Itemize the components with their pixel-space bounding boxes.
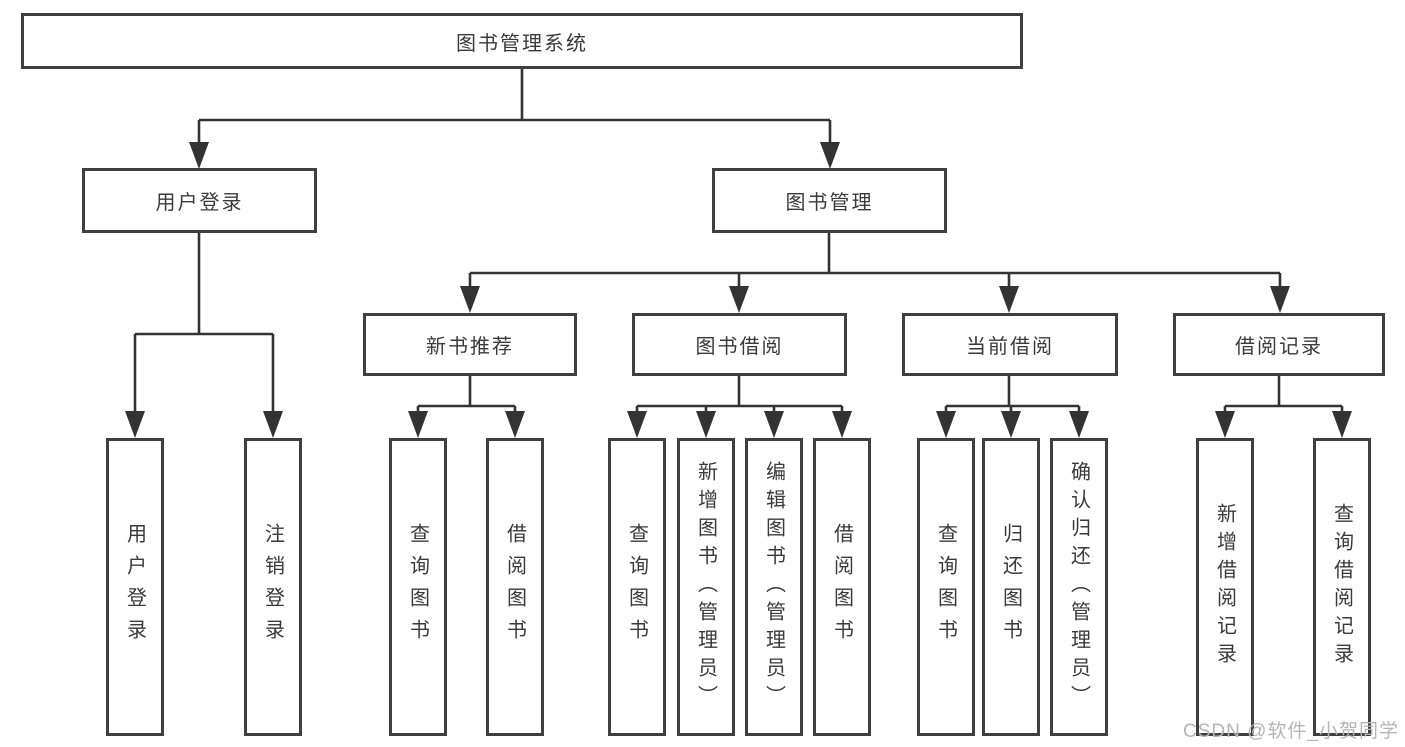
user-login-node: 用户登录	[82, 168, 317, 233]
watermark: CSDN @软件_小贺同学	[1183, 721, 1399, 742]
borrow-books-leaf-1-label: 借阅图书	[503, 523, 526, 651]
query-borrow-record-leaf: 查询借阅记录	[1313, 438, 1371, 736]
new-book-recommendation-node: 新书推荐	[363, 313, 577, 376]
borrowing-records-node: 借阅记录	[1173, 313, 1385, 376]
edit-books-admin-leaf-label: 编辑图书（管理员）	[762, 461, 785, 713]
current-borrowing-node: 当前借阅	[902, 313, 1118, 376]
logout-leaf-label: 注销登录	[261, 523, 284, 651]
return-books-leaf-label: 归还图书	[999, 523, 1022, 651]
query-books-leaf-1-label: 查询图书	[406, 523, 429, 651]
borrow-books-leaf-2: 借阅图书	[813, 438, 871, 736]
add-books-admin-leaf: 新增图书（管理员）	[677, 438, 735, 736]
user-login-node-label: 用户登录	[155, 192, 244, 214]
add-books-admin-leaf-label: 新增图书（管理员）	[694, 461, 717, 713]
user-login-leaf: 用户登录	[106, 438, 164, 736]
confirm-return-admin-leaf-label: 确认归还（管理员）	[1067, 461, 1090, 713]
query-books-leaf-3-label: 查询图书	[934, 523, 957, 651]
root-node-library-management-system: 图书管理系统	[21, 13, 1023, 69]
return-books-leaf: 归还图书	[982, 438, 1040, 736]
query-books-leaf-2: 查询图书	[608, 438, 666, 736]
new-book-recommendation-label: 新书推荐	[426, 336, 514, 358]
book-borrowing-node: 图书借阅	[632, 313, 847, 376]
query-books-leaf-2-label: 查询图书	[625, 523, 648, 651]
root-node-label: 图书管理系统	[456, 32, 588, 55]
borrow-books-leaf-2-label: 借阅图书	[830, 523, 853, 651]
query-books-leaf-1: 查询图书	[389, 438, 447, 736]
add-borrow-record-leaf-label: 新增借阅记录	[1213, 503, 1236, 671]
user-login-leaf-label: 用户登录	[123, 523, 146, 651]
borrow-books-leaf-1: 借阅图书	[486, 438, 544, 736]
book-management-node: 图书管理	[712, 168, 947, 233]
edit-books-admin-leaf: 编辑图书（管理员）	[745, 438, 803, 736]
logout-leaf: 注销登录	[244, 438, 302, 736]
query-borrow-record-leaf-label: 查询借阅记录	[1330, 503, 1353, 671]
book-management-node-label: 图书管理	[785, 192, 874, 214]
query-books-leaf-3: 查询图书	[917, 438, 975, 736]
confirm-return-admin-leaf: 确认归还（管理员）	[1050, 438, 1108, 736]
current-borrowing-label: 当前借阅	[966, 336, 1054, 358]
add-borrow-record-leaf: 新增借阅记录	[1196, 438, 1254, 736]
borrowing-records-label: 借阅记录	[1235, 336, 1323, 358]
book-borrowing-label: 图书借阅	[695, 336, 784, 358]
